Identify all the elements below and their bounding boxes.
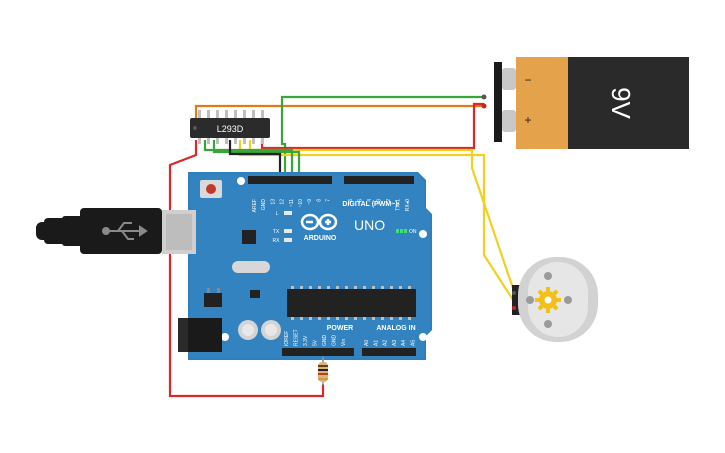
- digital-header: [248, 176, 414, 184]
- mount-hole: [419, 230, 427, 238]
- status-leds: L TX RX: [273, 211, 292, 244]
- pin-label: ~10: [298, 199, 304, 208]
- pin-label: 2: [386, 199, 392, 202]
- pin-label: IOREF: [284, 331, 290, 346]
- pin-label: GND: [322, 335, 328, 347]
- pin-label: 4: [367, 199, 373, 202]
- arduino-model-text: UNO: [354, 217, 385, 233]
- led-label-tx: TX: [273, 229, 280, 235]
- on-led: ON: [396, 229, 417, 235]
- usb-icon: [102, 222, 148, 240]
- pin-label: RESET: [294, 329, 300, 346]
- pin-label: Vin: [341, 339, 347, 346]
- pin-label: GND: [261, 199, 267, 211]
- wires: [168, 95, 519, 398]
- led-label-rx: RX: [273, 238, 281, 244]
- wire-red-battery[interactable]: [260, 102, 484, 150]
- motor-screw-right: [564, 296, 572, 304]
- pin-label: ~5: [358, 199, 364, 205]
- analog-label: ANALOG IN: [376, 325, 415, 332]
- pin-label: 5V: [313, 339, 319, 346]
- wire-red-loop[interactable]: [168, 140, 325, 398]
- battery-plus-symbol: +: [524, 113, 531, 127]
- pin-label: 3.3V: [303, 335, 309, 346]
- mount-hole: [221, 333, 229, 341]
- pin-label: ~3: [377, 199, 383, 205]
- pin-label: A4: [401, 340, 407, 346]
- wire-green-battery[interactable]: [280, 95, 484, 183]
- pin-label: 12: [280, 199, 286, 205]
- chip-label: L293D: [217, 124, 244, 134]
- on-label: ON: [409, 229, 417, 235]
- power-header: [282, 348, 354, 356]
- arduino-logo-text: ARDUINO: [304, 235, 337, 242]
- wire-green-chip-2[interactable]: [212, 140, 301, 183]
- voltage-regulator: [204, 293, 222, 307]
- usb-cable: [36, 208, 162, 254]
- wire-black[interactable]: [228, 140, 282, 183]
- dc-motor[interactable]: [512, 257, 598, 342]
- power-label: POWER: [327, 325, 353, 332]
- analog-header: [362, 348, 416, 356]
- arduino-infinity-logo: [300, 213, 338, 231]
- pin-label: A1: [373, 340, 379, 346]
- pin-label: TX▸1: [396, 199, 402, 211]
- battery-voltage-label: 9V: [606, 87, 636, 119]
- pin-label: GND: [332, 335, 338, 347]
- wire-orange[interactable]: [194, 104, 484, 118]
- pin-label: A5: [411, 340, 417, 346]
- pin-label: 7: [326, 199, 332, 202]
- gear-icon: [535, 287, 561, 313]
- pin-label: AREF: [252, 199, 258, 212]
- crystal: [232, 261, 270, 273]
- mount-hole: [419, 333, 427, 341]
- pin-label: ~6: [348, 199, 354, 205]
- resistor[interactable]: [318, 357, 328, 385]
- pin-label: ~11: [289, 199, 295, 207]
- pin-label: RX◂0: [405, 199, 411, 211]
- led-label-l: L: [276, 211, 279, 217]
- motor-screw-bottom: [544, 320, 552, 328]
- pin-label: A2: [383, 340, 389, 346]
- motor-screw-top: [544, 272, 552, 280]
- wire-yellow-motor-1[interactable]: [248, 140, 519, 301]
- digital-header-label: DIGITAL (PWM~): [342, 201, 397, 208]
- pin-label: A0: [364, 340, 370, 346]
- usb-chip: [242, 230, 256, 244]
- pin-label: 8: [316, 199, 322, 202]
- battery-9v[interactable]: − + 9V: [481, 57, 690, 149]
- pin-label: ~9: [307, 199, 313, 205]
- mount-hole: [237, 177, 245, 185]
- wire-green-chip-1[interactable]: [203, 140, 294, 183]
- l293d-chip[interactable]: L293D: [190, 110, 270, 144]
- battery-minus-symbol: −: [524, 73, 531, 87]
- atmega-chip: [287, 289, 416, 317]
- pin-label: 13: [270, 199, 276, 205]
- motor-screw-left: [526, 296, 534, 304]
- pin-label: A3: [392, 340, 398, 346]
